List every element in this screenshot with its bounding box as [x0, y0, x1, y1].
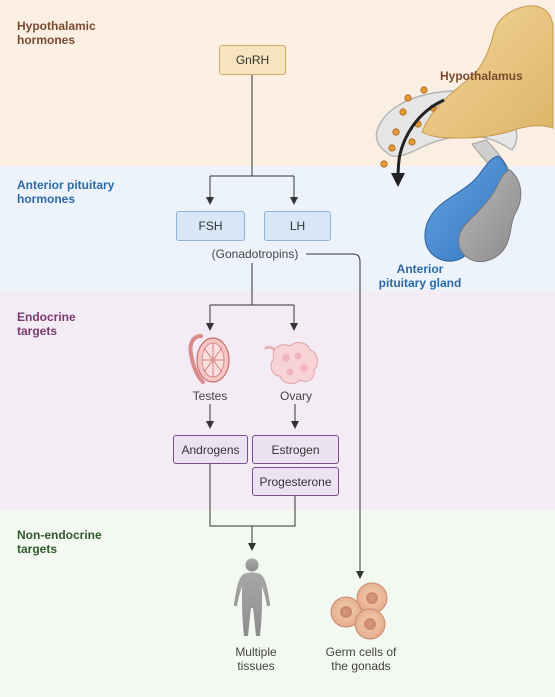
- human-body-icon: [234, 558, 270, 636]
- testes-label: Testes: [192, 389, 228, 403]
- progesterone-box: Progesterone: [252, 467, 339, 496]
- hypothalamus-illustration: [375, 5, 554, 262]
- germ-cells-label: Germ cells of the gonads: [325, 645, 397, 673]
- section-label-hypothalamic: Hypothalamic hormones: [17, 19, 96, 47]
- flow-connectors: [206, 75, 364, 579]
- estrogen-box: Estrogen: [252, 435, 339, 464]
- ovary-label: Ovary: [279, 389, 312, 403]
- testes-icon: [188, 334, 230, 384]
- hypothalamus-label: Hypothalamus: [440, 69, 523, 83]
- multiple-tissues-label: Multiple tissues: [235, 645, 277, 673]
- lh-box: LH: [264, 211, 331, 241]
- germ-cells-icon: [330, 582, 388, 640]
- section-label-anterior: Anterior pituitary hormones: [17, 178, 115, 206]
- section-label-nonendocrine: Non-endocrine targets: [17, 528, 102, 556]
- androgens-box: Androgens: [173, 435, 248, 464]
- section-label-endocrine: Endocrine targets: [17, 310, 76, 338]
- gonadotropins-label: (Gonadotropins): [211, 247, 299, 261]
- anterior-pituitary-label: Anterior pituitary gland: [378, 262, 462, 290]
- ovary-icon: [264, 342, 318, 384]
- gnrh-box: GnRH: [219, 45, 286, 75]
- fsh-box: FSH: [176, 211, 245, 241]
- nonendocrine-band: [0, 510, 555, 697]
